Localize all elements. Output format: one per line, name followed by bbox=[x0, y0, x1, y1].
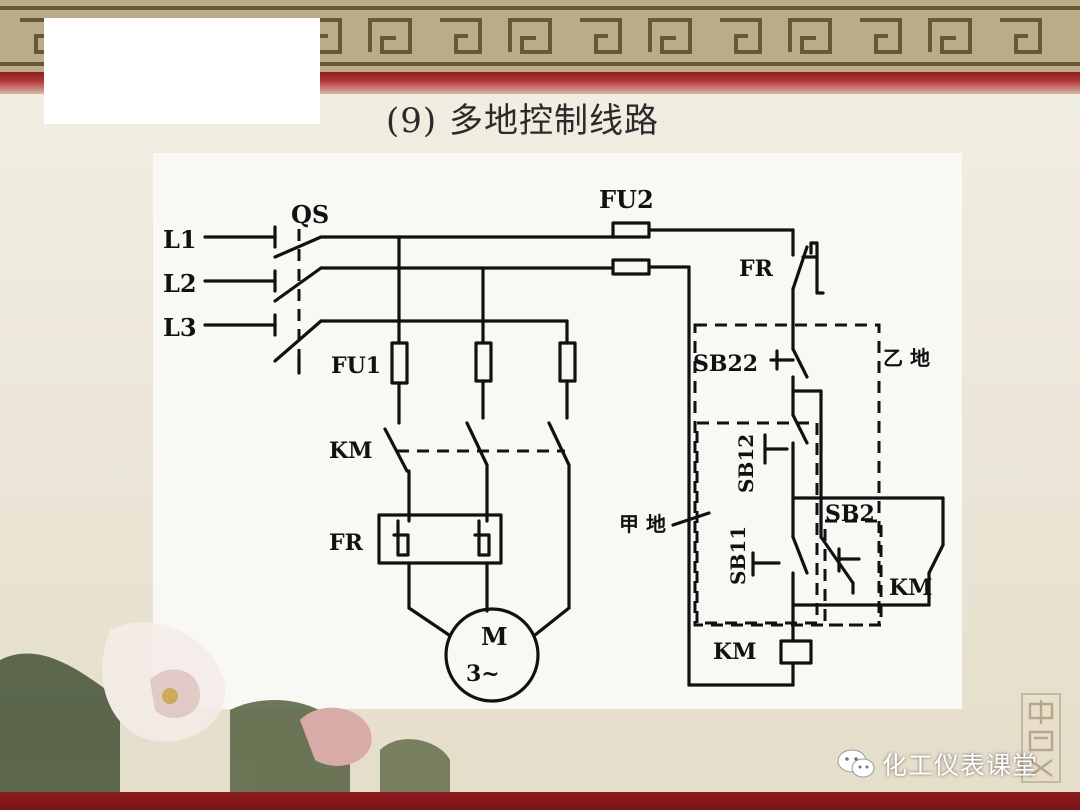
start-rail bbox=[791, 496, 945, 539]
watermark: 化工仪表课堂 bbox=[836, 744, 1072, 784]
fu2-fuses bbox=[611, 221, 795, 687]
label-KM-coil: KM bbox=[713, 639, 756, 665]
circuit-diagram-svg: L1 L2 L3 QS FU1 bbox=[163, 185, 945, 703]
jia-di-leader bbox=[671, 511, 711, 527]
km-aux-contact bbox=[791, 525, 945, 607]
motor bbox=[407, 591, 571, 703]
flowers-icon bbox=[0, 600, 480, 792]
power-buses bbox=[319, 235, 615, 345]
km-coil bbox=[779, 633, 813, 687]
label-FR-heater: FR bbox=[329, 530, 364, 556]
seal-glyph bbox=[1021, 693, 1061, 783]
motor-label-phase: 3~ bbox=[466, 661, 500, 687]
white-title-box bbox=[44, 18, 320, 124]
fu1-fuses bbox=[390, 341, 577, 425]
input-lines bbox=[203, 225, 277, 337]
motor-label-m: M bbox=[481, 622, 508, 651]
label-SB22: SB22 bbox=[693, 351, 758, 377]
label-L3: L3 bbox=[163, 313, 197, 342]
fr-heater bbox=[377, 513, 503, 610]
label-L1: L1 bbox=[163, 225, 197, 254]
sb11-start bbox=[751, 535, 809, 637]
label-jia-di: 甲 地 bbox=[619, 512, 666, 536]
label-KM-main: KM bbox=[329, 438, 372, 464]
fr-contact bbox=[791, 228, 825, 351]
label-KM-aux: KM bbox=[889, 575, 932, 601]
sb2-start bbox=[819, 535, 861, 595]
label-FU2: FU2 bbox=[599, 185, 654, 214]
label-L2: L2 bbox=[163, 269, 197, 298]
wechat-icon bbox=[836, 747, 876, 781]
label-QS: QS bbox=[291, 200, 329, 229]
yi-di-box bbox=[693, 323, 881, 627]
slide-title: (9) 多地控制线路 bbox=[386, 101, 659, 141]
label-yi-di: 乙 地 bbox=[883, 346, 930, 370]
label-FR-contact: FR bbox=[739, 256, 774, 282]
bottom-red-stripe bbox=[0, 792, 1080, 810]
sb22-stop bbox=[769, 347, 823, 500]
sb12-stop bbox=[763, 413, 809, 500]
label-SB11: SB11 bbox=[726, 526, 750, 585]
watermark-text: 化工仪表课堂 bbox=[882, 751, 1039, 780]
label-SB2: SB2 bbox=[825, 501, 875, 527]
flowers-decoration bbox=[0, 622, 450, 792]
circuit-diagram: L1 L2 L3 QS FU1 bbox=[153, 153, 962, 709]
km-main-contacts bbox=[383, 421, 571, 610]
label-FU1: FU1 bbox=[331, 353, 381, 379]
label-SB12: SB12 bbox=[734, 434, 758, 493]
qs-switch bbox=[273, 229, 323, 375]
jia-di-box bbox=[695, 421, 819, 625]
china-seal-icon bbox=[1018, 690, 1064, 786]
sb2-box bbox=[823, 519, 883, 627]
